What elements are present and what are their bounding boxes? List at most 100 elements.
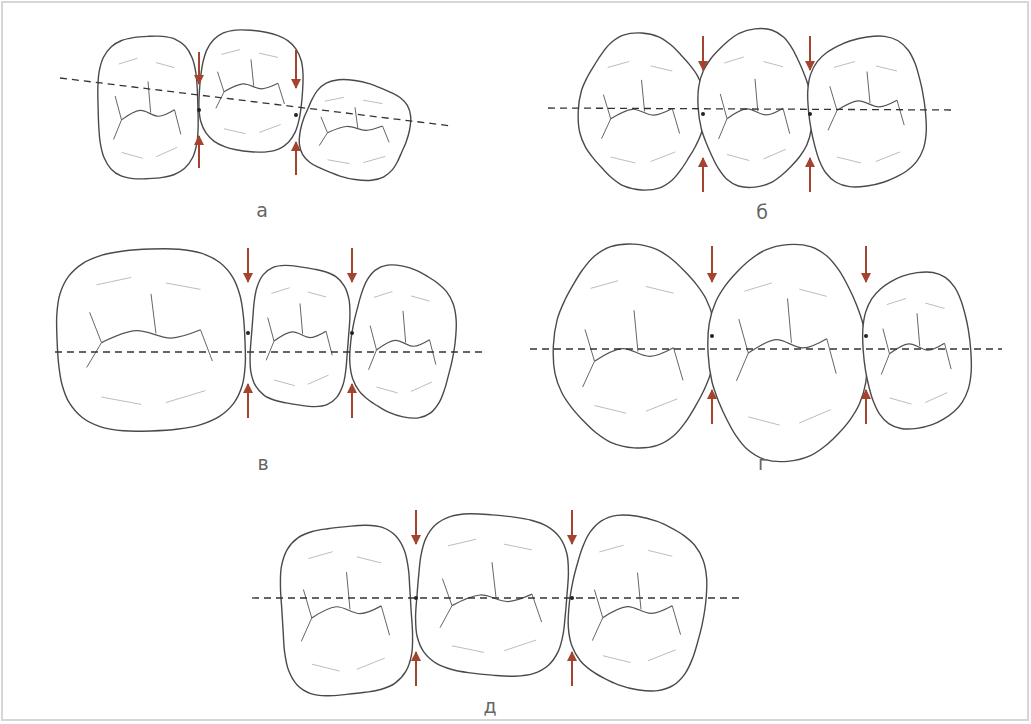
fissure xyxy=(90,312,102,342)
fissure xyxy=(301,618,311,641)
fissure xyxy=(603,95,610,119)
fissure xyxy=(321,117,328,133)
cusp-ridge xyxy=(274,380,295,386)
fissure xyxy=(442,579,452,606)
fissure xyxy=(592,618,602,641)
fissure xyxy=(115,96,121,120)
fissure xyxy=(151,294,156,334)
panel-letter: в xyxy=(257,454,268,473)
cusp-ridge xyxy=(890,398,912,404)
contact-point xyxy=(350,331,354,335)
cusp-ridge xyxy=(119,58,138,64)
cusp-ridge xyxy=(748,417,779,425)
contact-point xyxy=(701,112,705,116)
cusp-ridge xyxy=(648,550,672,556)
fissure xyxy=(148,81,151,112)
contact-arrow xyxy=(571,652,573,686)
fissure xyxy=(369,350,377,370)
contact-arrow xyxy=(415,652,417,686)
cusp-ridge xyxy=(102,397,142,404)
cusp-ridge xyxy=(603,656,631,663)
cusp-ridge xyxy=(377,387,398,393)
cusp-ridge xyxy=(259,125,281,133)
cusp-ridge xyxy=(599,545,623,552)
cusp-ridge xyxy=(312,664,340,671)
tooth-outline xyxy=(708,244,867,461)
cusp-ridge xyxy=(411,382,432,392)
cusp-ridge xyxy=(611,157,636,163)
axis-line xyxy=(548,108,952,110)
fissure xyxy=(719,119,727,139)
fissure xyxy=(452,594,532,605)
tooth-group xyxy=(55,248,487,431)
contact-arrow xyxy=(198,136,200,168)
fissure xyxy=(638,573,641,610)
fissure xyxy=(218,72,224,92)
fissure xyxy=(917,313,920,346)
fissure xyxy=(224,83,278,92)
cusp-ridge xyxy=(221,50,240,55)
cusp-ridge xyxy=(452,646,484,653)
fissure xyxy=(945,343,952,369)
contact-arrow xyxy=(711,390,713,424)
panel-letter: б xyxy=(756,203,768,222)
contact-arrow xyxy=(711,246,713,282)
cusp-ridge xyxy=(799,289,826,296)
tooth-outline xyxy=(578,33,705,190)
contact-point xyxy=(197,108,201,112)
cusp-ridge xyxy=(156,147,177,156)
tooth-group xyxy=(530,244,1002,462)
cusp-ridge xyxy=(308,375,329,384)
contact-arrow xyxy=(865,246,867,282)
cusp-ridge xyxy=(646,286,674,293)
tooth-outline xyxy=(698,29,812,188)
fissure xyxy=(381,606,389,635)
contact-point xyxy=(864,334,868,338)
cusp-ridge xyxy=(724,57,744,63)
contact-arrow xyxy=(809,36,811,70)
contact-arrow xyxy=(571,510,573,544)
cusp-ridge xyxy=(308,292,326,297)
fissure xyxy=(328,126,383,133)
cusp-ridge xyxy=(357,557,381,563)
fissure xyxy=(319,133,327,146)
cusp-ridge xyxy=(363,156,385,162)
cusp-ridge xyxy=(591,281,619,289)
fissure xyxy=(492,562,496,597)
fissure xyxy=(720,94,727,119)
tooth-outline xyxy=(568,515,707,691)
panel-letter: д xyxy=(483,697,496,716)
fissure xyxy=(585,329,594,361)
cusp-ridge xyxy=(887,298,906,304)
cusp-ridge xyxy=(166,283,201,289)
fissure xyxy=(102,330,201,343)
fissure xyxy=(440,606,452,628)
cusp-ridge xyxy=(876,66,897,71)
contact-arrow xyxy=(198,52,200,84)
cusp-ridge xyxy=(595,406,627,414)
panel-letter: г xyxy=(758,454,768,473)
cusp-ridge xyxy=(744,283,771,291)
fissure xyxy=(739,319,748,353)
contact-point xyxy=(294,113,298,117)
contact-arrow xyxy=(415,510,417,544)
fissure xyxy=(828,110,837,130)
tooth-outline xyxy=(350,265,457,418)
fissure xyxy=(736,353,748,381)
tooth-outline xyxy=(98,36,198,179)
cusp-ridge xyxy=(837,157,861,163)
fissure xyxy=(122,110,175,120)
contact-arrow xyxy=(809,158,811,192)
axis-line xyxy=(252,597,742,598)
cusp-ridge xyxy=(166,391,206,403)
axis-line xyxy=(530,348,1002,349)
fissure xyxy=(278,83,284,104)
cusp-ridge xyxy=(763,149,785,159)
fissure xyxy=(355,107,358,128)
fissure xyxy=(114,120,122,140)
cusp-ridge xyxy=(608,62,630,68)
fissure xyxy=(611,109,673,119)
fissure xyxy=(827,339,836,374)
cusp-ridge xyxy=(925,303,944,308)
